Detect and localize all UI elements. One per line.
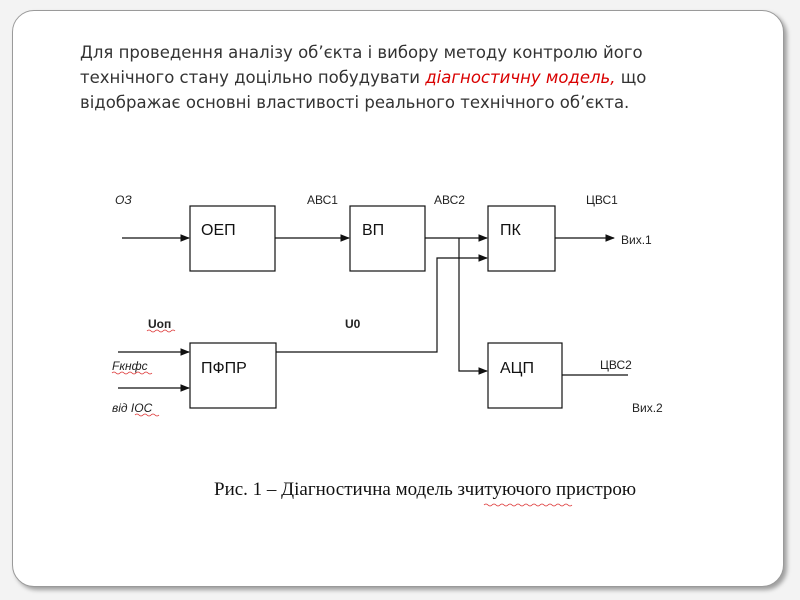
intro-highlight: діагностичну модель,: [425, 68, 616, 87]
label-out1: Вих.1: [621, 233, 652, 247]
block-pfpr-label: ПФПР: [201, 360, 247, 377]
intro-text-after: що відображає основні властивості реальн…: [80, 68, 647, 112]
arrow-u0-to-pk: [276, 254, 488, 353]
block-adc-label: АЦП: [500, 360, 534, 377]
label-out2: Вих.2: [632, 401, 663, 415]
label-vid-ios: від ІОС: [112, 401, 153, 415]
label-oz: ОЗ: [115, 193, 132, 207]
label-cvs2: ЦВС2: [600, 358, 632, 372]
label-cvs1: ЦВС1: [586, 193, 618, 207]
block-adc: АЦП: [487, 342, 563, 409]
block-pfpr: ПФПР: [189, 342, 277, 409]
block-oep-label: ОЕП: [201, 222, 236, 239]
block-pk: ПК: [487, 205, 556, 272]
block-pk-label: ПК: [500, 222, 522, 239]
intro-paragraph: Для проведення аналізу об’єкта і вибору …: [80, 40, 740, 115]
diagram-connections: [118, 234, 628, 392]
label-u0: U0: [345, 317, 361, 331]
label-u-op: Uоп: [148, 317, 171, 331]
label-abc2: АВС2: [434, 193, 465, 207]
slide-frame: [12, 10, 784, 587]
block-oep: ОЕП: [189, 205, 276, 272]
block-vp: ВП: [349, 205, 426, 272]
arrow-abc2-to-adc: [458, 238, 488, 375]
block-vp-label: ВП: [362, 222, 384, 239]
spellcheck-underlines: [111, 329, 573, 507]
figure-caption: Рис. 1 – Діагностична модель зчитуючого …: [214, 479, 637, 500]
intro-text-before: Для проведення аналізу об’єкта і вибору …: [80, 43, 643, 87]
label-f-knfs: Fкнфс: [112, 359, 148, 373]
label-abc1: АВС1: [307, 193, 338, 207]
